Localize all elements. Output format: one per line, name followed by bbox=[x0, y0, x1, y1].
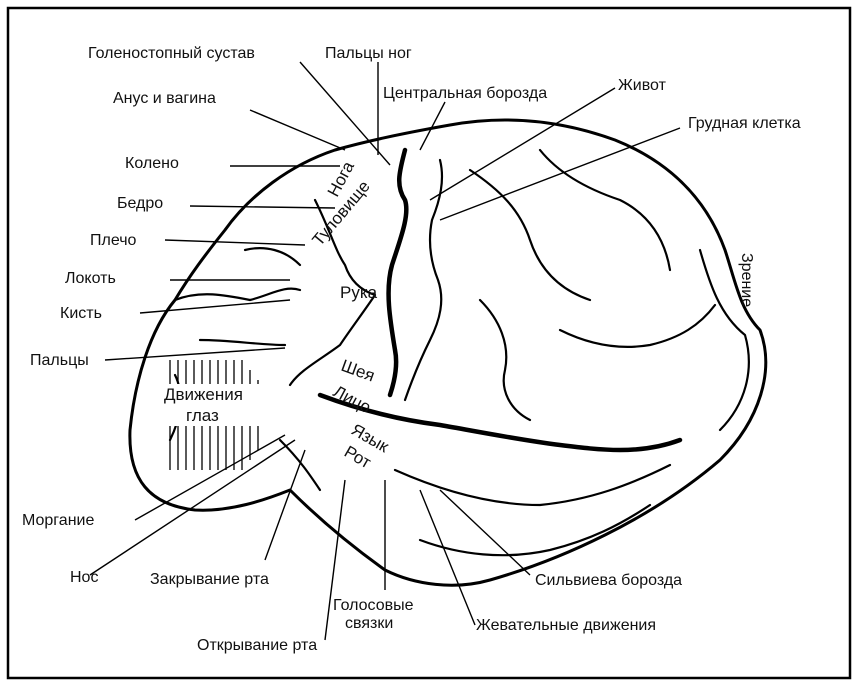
frontal-gyrus-line bbox=[173, 287, 302, 302]
label-koleno: Колено bbox=[125, 155, 179, 172]
parietal-sulcus-2 bbox=[538, 148, 672, 272]
label-zhivot: Живот bbox=[618, 77, 667, 94]
label-kist: Кисть bbox=[60, 305, 102, 322]
label-silvieva-borozda: Сильвиева борозда bbox=[535, 572, 682, 589]
parietal-sulcus-4 bbox=[478, 298, 532, 422]
parietal-sulcus-1 bbox=[468, 168, 592, 302]
label-lokot: Локоть bbox=[65, 270, 116, 287]
frontal-sulcus-4 bbox=[278, 438, 322, 492]
label-anus: Анус и вагина bbox=[113, 90, 216, 107]
label-zrenie: Зрение bbox=[738, 253, 755, 307]
parietal-sulcus-3 bbox=[558, 303, 717, 348]
precentral-sulcus-line bbox=[288, 198, 377, 387]
region-dvizheniya-1: Движения bbox=[164, 385, 243, 404]
label-bedro: Бедро bbox=[117, 195, 163, 212]
label-paltsy: Пальцы bbox=[30, 352, 89, 369]
leader-lines bbox=[89, 61, 681, 641]
label-tsentralnaya-borozda: Центральная борозда bbox=[383, 85, 547, 102]
region-ruka: Рука bbox=[340, 283, 378, 302]
label-grudnaya-kletka: Грудная клетка bbox=[688, 115, 801, 132]
region-litso: Лицо bbox=[330, 382, 374, 417]
sylvian-fissure-line bbox=[317, 392, 683, 453]
label-morganie: Моргание bbox=[22, 512, 94, 529]
frontal-sulcus-1 bbox=[243, 247, 302, 267]
label-zhevatelnye-dvizheniya: Жевательные движения bbox=[476, 617, 656, 634]
label-golenostopny: Голеностопный сустав bbox=[88, 45, 255, 62]
central-sulcus-line bbox=[386, 147, 409, 398]
occipital-sulcus bbox=[698, 248, 750, 432]
label-nos: Нос bbox=[70, 569, 98, 586]
region-sheya: Шея bbox=[339, 356, 378, 386]
label-golosovye-1: Голосовые bbox=[333, 597, 414, 614]
temporal-sulcus-2 bbox=[418, 503, 652, 557]
region-dvizheniya-2: глаз bbox=[186, 406, 219, 425]
eye-movement-label-bg bbox=[160, 384, 270, 426]
frontal-sulcus-2 bbox=[198, 338, 287, 347]
label-paltsy-nog: Пальцы ног bbox=[325, 45, 412, 62]
label-zakryvanie-rta: Закрывание рта bbox=[150, 571, 269, 588]
postcentral-sulcus-line bbox=[403, 158, 444, 402]
label-golosovye-2: связки bbox=[345, 615, 393, 632]
label-otkryvanie-rta: Открывание рта bbox=[197, 637, 317, 654]
diagram-frame bbox=[6, 6, 852, 680]
label-plecho: Плечо bbox=[90, 232, 137, 249]
temporal-sulcus-1 bbox=[393, 463, 672, 507]
